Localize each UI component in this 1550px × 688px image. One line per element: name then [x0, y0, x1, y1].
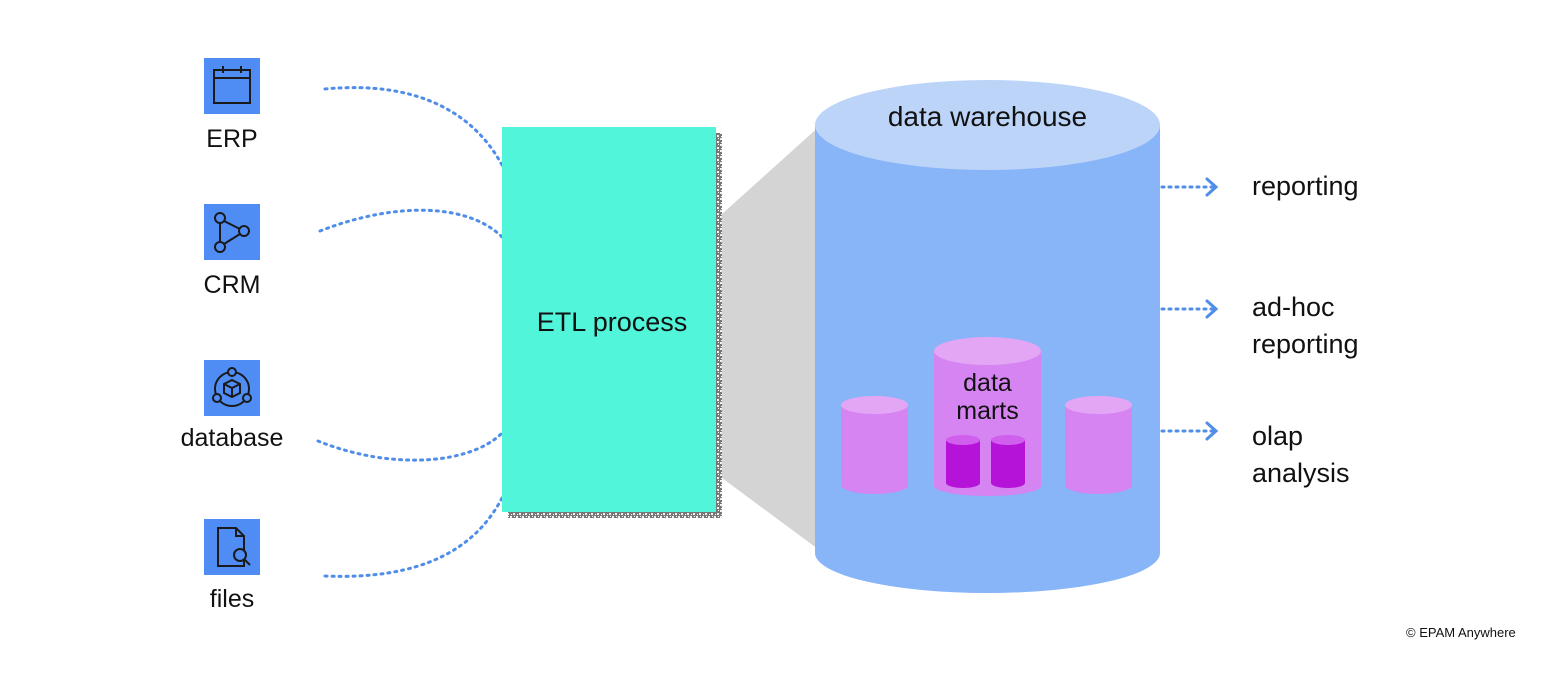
output-reporting-line1: reporting — [1252, 171, 1359, 201]
output-label-olap-analysis: olap analysis — [1252, 418, 1350, 492]
data-marts-label-line2: marts — [956, 397, 1019, 425]
arrow-ad-hoc-reporting — [1160, 299, 1219, 319]
arrow-reporting — [1160, 177, 1219, 197]
connector-files — [323, 496, 504, 578]
calendar-icon — [204, 58, 260, 114]
output-arrows — [1160, 177, 1219, 441]
data-mart-right — [1065, 396, 1132, 494]
network-triangle-icon — [204, 204, 260, 260]
output-label-reporting: reporting — [1252, 168, 1359, 205]
output-olap-line1: olap — [1252, 421, 1304, 451]
data-mart-inner-right — [991, 435, 1025, 488]
source-label-database: database — [180, 424, 284, 452]
connector-crm — [318, 208, 504, 239]
source-label-files: files — [209, 585, 255, 613]
output-olap-line2: analysis — [1252, 458, 1350, 488]
data-mart-inner-left — [946, 435, 980, 488]
file-search-icon — [204, 519, 260, 575]
etl-to-warehouse-funnel — [722, 124, 822, 552]
copyright-text: © EPAM Anywhere — [1406, 625, 1516, 640]
source-label-crm: CRM — [203, 271, 261, 299]
data-marts-label: data marts — [934, 369, 1041, 425]
source-label-erp: ERP — [206, 125, 258, 153]
output-ad-hoc-line2: reporting — [1252, 329, 1359, 359]
data-warehouse-cylinder — [815, 80, 1160, 593]
arrow-olap-analysis — [1160, 421, 1219, 441]
warehouse-top — [815, 80, 1160, 170]
cube-network-icon — [204, 360, 260, 416]
data-marts-label-line1: data — [963, 369, 1012, 397]
data-mart-left — [841, 396, 908, 494]
warehouse-label: data warehouse — [887, 101, 1088, 132]
output-label-ad-hoc-reporting: ad-hoc reporting — [1252, 289, 1359, 363]
source-connectors — [316, 86, 504, 578]
connector-database — [316, 431, 504, 462]
etl-label: ETL process — [536, 307, 688, 337]
connector-erp — [323, 86, 504, 167]
etl-box — [502, 127, 716, 512]
output-ad-hoc-line1: ad-hoc — [1252, 292, 1335, 322]
